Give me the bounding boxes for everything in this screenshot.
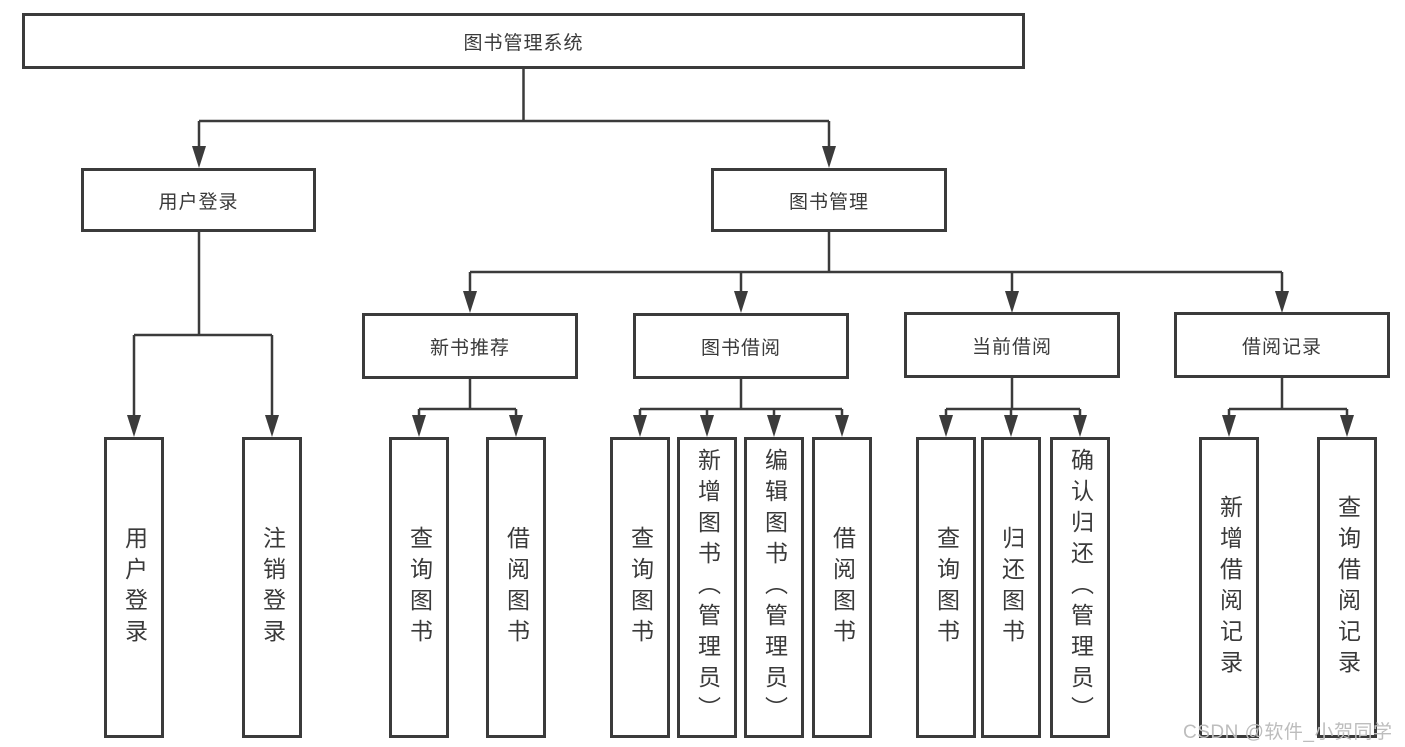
node-bb-borrow-books: 借阅图书 <box>812 437 872 738</box>
node-logout: 注销登录 <box>242 437 302 738</box>
node-cb-query-books-label: 查询图书 <box>933 525 960 650</box>
node-new-book-recommendation-label: 新书推荐 <box>429 337 510 359</box>
arrowheads <box>127 146 1354 437</box>
node-nbr-borrow-books-label: 借阅图书 <box>503 525 530 650</box>
node-bb-query-books-label: 查询图书 <box>627 525 654 650</box>
node-cb-return-books: 归还图书 <box>981 437 1041 738</box>
node-cb-confirm-return-admin-label: 确认归还（管理员） <box>1067 448 1094 727</box>
node-br-add-record-label: 新增借阅记录 <box>1216 494 1243 681</box>
node-book-borrowing: 图书借阅 <box>633 313 849 379</box>
node-bb-edit-books-admin: 编辑图书（管理员） <box>744 437 804 738</box>
node-br-add-record: 新增借阅记录 <box>1199 437 1259 738</box>
node-bb-query-books: 查询图书 <box>610 437 670 738</box>
node-bb-borrow-books-label: 借阅图书 <box>829 525 856 650</box>
node-book-management: 图书管理 <box>711 168 947 232</box>
node-br-query-record-label: 查询借阅记录 <box>1334 494 1361 681</box>
node-user-login-action: 用户登录 <box>104 437 164 738</box>
node-bb-add-books-admin-label: 新增图书（管理员） <box>694 448 721 727</box>
node-book-management-label: 图书管理 <box>788 191 869 213</box>
node-bb-add-books-admin: 新增图书（管理员） <box>677 437 737 738</box>
node-nbr-query-books-label: 查询图书 <box>406 525 433 650</box>
node-root-label: 图书管理系统 <box>463 32 584 54</box>
csdn-watermark: CSDN @软件_小贺同学 <box>1183 722 1393 743</box>
node-nbr-query-books: 查询图书 <box>389 437 449 738</box>
node-nbr-borrow-books: 借阅图书 <box>486 437 546 738</box>
node-book-borrowing-label: 图书借阅 <box>700 337 781 359</box>
node-borrowing-records: 借阅记录 <box>1174 312 1390 378</box>
node-bb-edit-books-admin-label: 编辑图书（管理员） <box>761 448 788 727</box>
node-borrowing-records-label: 借阅记录 <box>1241 336 1322 358</box>
node-cb-confirm-return-admin: 确认归还（管理员） <box>1050 437 1110 738</box>
node-logout-label: 注销登录 <box>259 525 286 650</box>
node-user-login-label: 用户登录 <box>158 191 239 213</box>
node-br-query-record: 查询借阅记录 <box>1317 437 1377 738</box>
node-cb-return-books-label: 归还图书 <box>998 525 1025 650</box>
node-user-login: 用户登录 <box>81 168 316 232</box>
node-cb-query-books: 查询图书 <box>916 437 976 738</box>
node-user-login-action-label: 用户登录 <box>121 525 148 650</box>
node-current-borrowing-label: 当前借阅 <box>971 336 1052 358</box>
node-new-book-recommendation: 新书推荐 <box>362 313 578 379</box>
node-root: 图书管理系统 <box>22 13 1025 69</box>
node-current-borrowing: 当前借阅 <box>904 312 1120 378</box>
